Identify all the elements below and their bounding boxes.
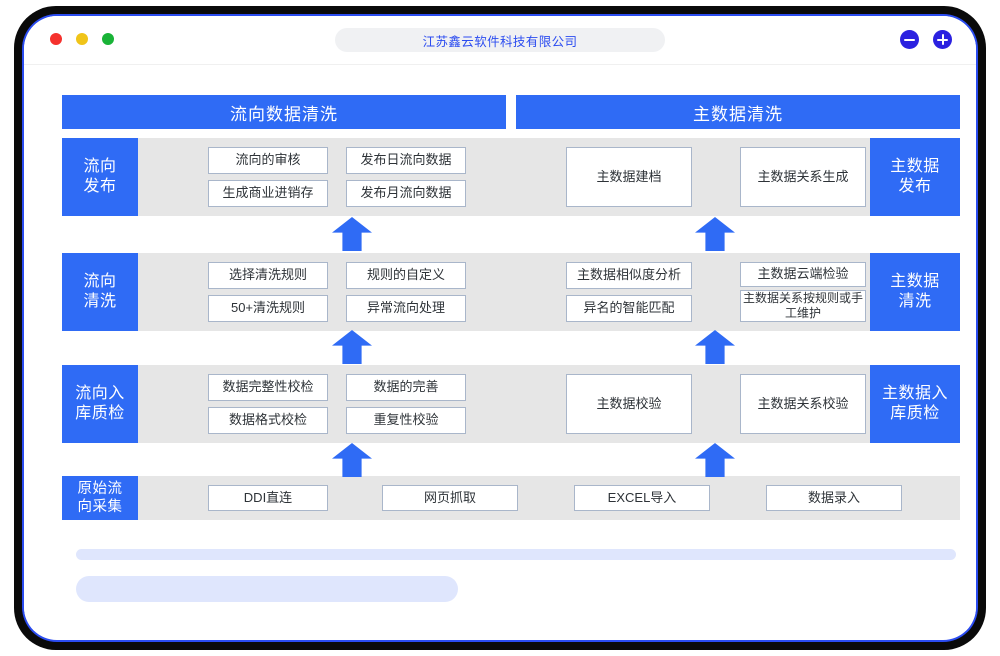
cell-select-clean-rule[interactable]: 选择清洗规则	[208, 262, 328, 289]
row-label-line2: 发布	[83, 178, 117, 195]
up-arrow-icon	[695, 443, 735, 477]
cell-manual-entry[interactable]: 数据录入	[766, 485, 902, 511]
cell-generate-commerce[interactable]: 生成商业进销存	[208, 180, 328, 207]
cell-publish-daily-flow[interactable]: 发布日流向数据	[346, 147, 466, 174]
cell-publish-monthly-flow[interactable]: 发布月流向数据	[346, 180, 466, 207]
cell-master-relation-gen[interactable]: 主数据关系生成	[740, 147, 866, 207]
row-label-master-publish: 主数据发布	[870, 138, 960, 216]
row-label-master-cleaning: 主数据清洗	[870, 253, 960, 331]
screen: 江苏鑫云软件科技有限公司 流向数据清洗 主数据清洗 流向发布 流向的审核 生成	[24, 16, 976, 640]
cell-flow-audit[interactable]: 流向的审核	[208, 147, 328, 174]
row-flow-intake-qc: 流向入库质检 数据完整性校检 数据格式校检 数据的完善 重复性校验 主数据校验 …	[62, 365, 960, 443]
placeholder-bar-short	[76, 576, 458, 602]
cell-master-cloud-verify[interactable]: 主数据云端检验	[740, 262, 866, 287]
row-label-line1: 主数据	[890, 273, 940, 290]
zoom-out-icon[interactable]	[900, 30, 919, 49]
address-bar[interactable]: 江苏鑫云软件科技有限公司	[335, 28, 665, 52]
cell-master-relation-maint[interactable]: 主数据关系按规则或手工维护	[740, 290, 866, 322]
tab-master-data-cleaning[interactable]: 主数据清洗	[516, 95, 960, 129]
maximize-dot-icon[interactable]	[102, 33, 114, 45]
cell-data-integrity-check[interactable]: 数据完整性校检	[208, 374, 328, 401]
close-dot-icon[interactable]	[50, 33, 62, 45]
row-label-line2: 清洗	[898, 293, 932, 310]
cell-master-data-verify[interactable]: 主数据校验	[566, 374, 692, 434]
row-raw-flow-collection: 原始流向采集 DDI直连 网页抓取 EXCEL导入 数据录入	[62, 476, 960, 520]
row-label-line1: 主数据入	[881, 385, 948, 402]
minimize-dot-icon[interactable]	[76, 33, 88, 45]
cell-ddi-direct[interactable]: DDI直连	[208, 485, 328, 511]
row-label-line2: 清洗	[83, 293, 117, 310]
row-label-line1: 流向入	[75, 385, 125, 402]
row-label-flow-publish: 流向发布	[62, 138, 138, 216]
zoom-in-icon[interactable]	[933, 30, 952, 49]
row-label-line1: 主数据	[890, 158, 940, 175]
cell-master-relation-verify[interactable]: 主数据关系校验	[740, 374, 866, 434]
cell-custom-rule[interactable]: 规则的自定义	[346, 262, 466, 289]
row-label-line2: 库质检	[75, 405, 125, 422]
diagram-canvas: 流向数据清洗 主数据清洗 流向发布 流向的审核 生成商业进销存 发布日流向数据 …	[24, 65, 976, 631]
row-label-line1: 流向	[83, 273, 117, 290]
row-label-master-intake-qc: 主数据入库质检	[870, 365, 960, 443]
placeholder-bar-wide	[76, 549, 956, 560]
row-label-flow-cleaning: 流向清洗	[62, 253, 138, 331]
cell-alias-smart-match[interactable]: 异名的智能匹配	[566, 295, 692, 322]
up-arrow-icon	[332, 443, 372, 477]
device-frame: 江苏鑫云软件科技有限公司 流向数据清洗 主数据清洗 流向发布 流向的审核 生成	[14, 6, 986, 650]
row-flow-cleaning: 流向清洗 选择清洗规则 50+清洗规则 规则的自定义 异常流向处理 主数据相似度…	[62, 253, 960, 331]
row-label-line1: 原始流	[77, 480, 123, 497]
cell-data-format-check[interactable]: 数据格式校检	[208, 407, 328, 434]
row-label-line1: 流向	[83, 158, 117, 175]
up-arrow-icon	[332, 330, 372, 364]
row-label-line2: 发布	[898, 178, 932, 195]
cell-data-enrichment[interactable]: 数据的完善	[346, 374, 466, 401]
traffic-lights	[50, 33, 114, 45]
cell-master-similarity[interactable]: 主数据相似度分析	[566, 262, 692, 289]
cell-duplicate-check[interactable]: 重复性校验	[346, 407, 466, 434]
up-arrow-icon	[332, 217, 372, 251]
row-label-line2: 向采集	[77, 499, 123, 515]
cell-excel-import[interactable]: EXCEL导入	[574, 485, 710, 511]
window-titlebar: 江苏鑫云软件科技有限公司	[24, 16, 976, 65]
cell-master-data-archive[interactable]: 主数据建档	[566, 147, 692, 207]
row-label-line2: 库质检	[890, 405, 940, 422]
cell-50-clean-rules[interactable]: 50+清洗规则	[208, 295, 328, 322]
window-title: 江苏鑫云软件科技有限公司	[422, 34, 578, 49]
window-controls	[900, 30, 952, 49]
row-label-flow-intake-qc: 流向入库质检	[62, 365, 138, 443]
cell-abnormal-flow-handle[interactable]: 异常流向处理	[346, 295, 466, 322]
row-flow-publish: 流向发布 流向的审核 生成商业进销存 发布日流向数据 发布月流向数据 主数据建档…	[62, 138, 960, 216]
device-bezel: 江苏鑫云软件科技有限公司 流向数据清洗 主数据清洗 流向发布 流向的审核 生成	[22, 14, 978, 642]
row-label-raw-collection: 原始流向采集	[62, 476, 138, 520]
up-arrow-icon	[695, 217, 735, 251]
tab-flow-data-cleaning[interactable]: 流向数据清洗	[62, 95, 506, 129]
up-arrow-icon	[695, 330, 735, 364]
cell-web-scraping[interactable]: 网页抓取	[382, 485, 518, 511]
